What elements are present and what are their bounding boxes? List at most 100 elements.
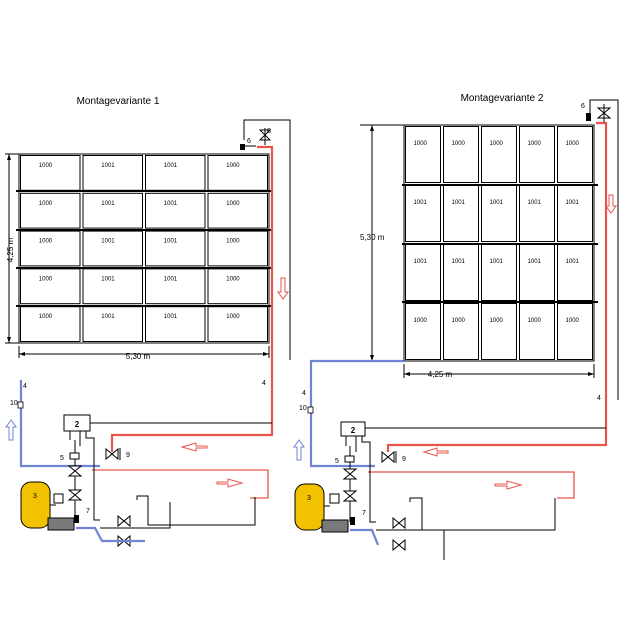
variant2-label-6: 6 [581,103,585,110]
variant2-width-label: 4,25 m [428,370,453,379]
variant2-panel [443,244,479,301]
variant2-storage-line-1 [369,480,376,523]
variant1-panel [20,268,81,305]
variant1-flow-arrow-left [180,442,208,452]
variant2-panel [519,244,555,301]
variant1-panel [145,192,206,229]
variant2-panel-label: 1001 [414,259,428,265]
variant2-valve-upper [342,468,358,480]
variant2-panel [519,303,555,360]
variant2-bypass-line [589,99,619,400]
variant1-panel-grid: 1000 1001 1001 1000 1000 1001 1001 1000 1000 1001… [20,155,268,343]
variant1-panel-label: 1001 [164,239,178,245]
variant2-sensor-10 [307,406,314,414]
variant1-controller-wire-3 [85,431,95,475]
variant2-panel [405,244,441,301]
variant1-panel [20,230,81,267]
variant1-storage-line-1 [93,475,100,521]
variant1-valve-storage-1 [117,514,131,528]
variant2-panel-label: 1001 [566,259,580,265]
variant2-label-10: 10 [299,405,307,412]
variant1-collector-frame [18,153,270,344]
variant2-hot-flow-pipe [386,121,608,452]
variant1-cold-storage-pipe [76,526,145,543]
variant2-cold-return-pipe [309,359,404,468]
variant1-panel-label: 1000 [39,239,53,245]
variant1-panel-label: 1001 [164,201,178,207]
variant1-label-7: 7 [86,508,90,515]
variant2-panel [481,244,517,301]
variant2-panel-label: 1000 [490,318,504,324]
variant1-valve-lower [67,489,83,501]
variant1-cold-arrow-up [5,419,17,441]
variant2-panel [481,303,517,360]
variant2-panel-label: 1000 [566,141,580,147]
variant2-panel [519,126,555,183]
variant1-panel-label: 1001 [101,314,115,320]
variant1-panel [145,268,206,305]
variant1-label-8: 8 [267,128,271,135]
variant2-cold-arrow-up [293,439,305,461]
variant2-flow-arrow-down [605,194,617,214]
variant1-panel [82,268,143,305]
variant1-flow-arrow-down [277,277,289,300]
variant2-label-4-right: 4 [597,395,601,402]
variant1-height-dimension [5,153,19,344]
variant2-panel-label: 1000 [566,318,580,324]
variant1-panel [20,192,81,229]
variant1-valve-9 [105,447,119,461]
variant1-panel [207,306,268,343]
variant2-panel [557,303,593,360]
variant1-panel-label: 1000 [226,314,240,320]
variant2-panel [481,185,517,242]
variant1-flow-arrow-right [216,478,244,488]
variant1-panel [82,306,143,343]
variant1-panel [207,192,268,229]
variant2-panel-label: 1000 [528,141,542,147]
variant1-panel-label: 1000 [226,276,240,282]
variant2-panel-label: 1000 [414,318,428,324]
variant2-valve-9 [381,450,395,464]
variant2-panel [443,303,479,360]
variant2-panel-label: 1000 [414,141,428,147]
variant2-panel-label: 1000 [452,318,466,324]
variant2-panel-label: 1001 [414,200,428,206]
variant2-storage-line-2 [376,529,445,560]
variant1-panel-label: 1000 [39,201,53,207]
variant2-hot-return-pipe [368,471,575,499]
variant1-rails [16,190,272,307]
variant2-controller-wire-3 [361,436,371,480]
variant2-panel [557,244,593,301]
variant2-valve-storage-2 [392,538,406,552]
variant1-panel-label: 1000 [226,201,240,207]
variant1-width-dimension [18,346,270,358]
variant1-panel [20,155,81,191]
variant1-storage-line-2 [100,502,171,529]
variant1-panel [145,306,206,343]
variant2-panel [557,185,593,242]
variant1-storage-tank-outline [136,495,256,526]
variant1-panel-label: 1001 [101,276,115,282]
variant1-safety-valve [53,493,64,504]
variant1-title: Montagevariante 1 [77,96,160,107]
variant1-panel-label: 1001 [101,163,115,169]
variant2-panel-label: 1001 [528,259,542,265]
variant2-panel-label: 1001 [490,259,504,265]
variant2-panel [443,185,479,242]
variant2-label-4-left: 4 [302,390,306,397]
variant1-pump-motor [47,517,75,531]
variant1-panel-label: 1001 [164,163,178,169]
variant1-panel [207,155,268,191]
variant2-panel-label: 1001 [452,259,466,265]
variant2-label-3: 3 [307,495,311,502]
variant1-air-vent-8 [258,128,272,145]
variant1-width-label: 5,30 m [126,352,151,361]
variant2-height-label: 5,30 m [360,233,385,242]
variant1-panel [145,230,206,267]
variant1-sensor-6 [240,144,245,150]
variant2-expansion-tank [294,483,325,531]
variant1-panel [82,230,143,267]
variant2-panel-label: 1000 [490,141,504,147]
variant1-label-6: 6 [247,138,251,145]
